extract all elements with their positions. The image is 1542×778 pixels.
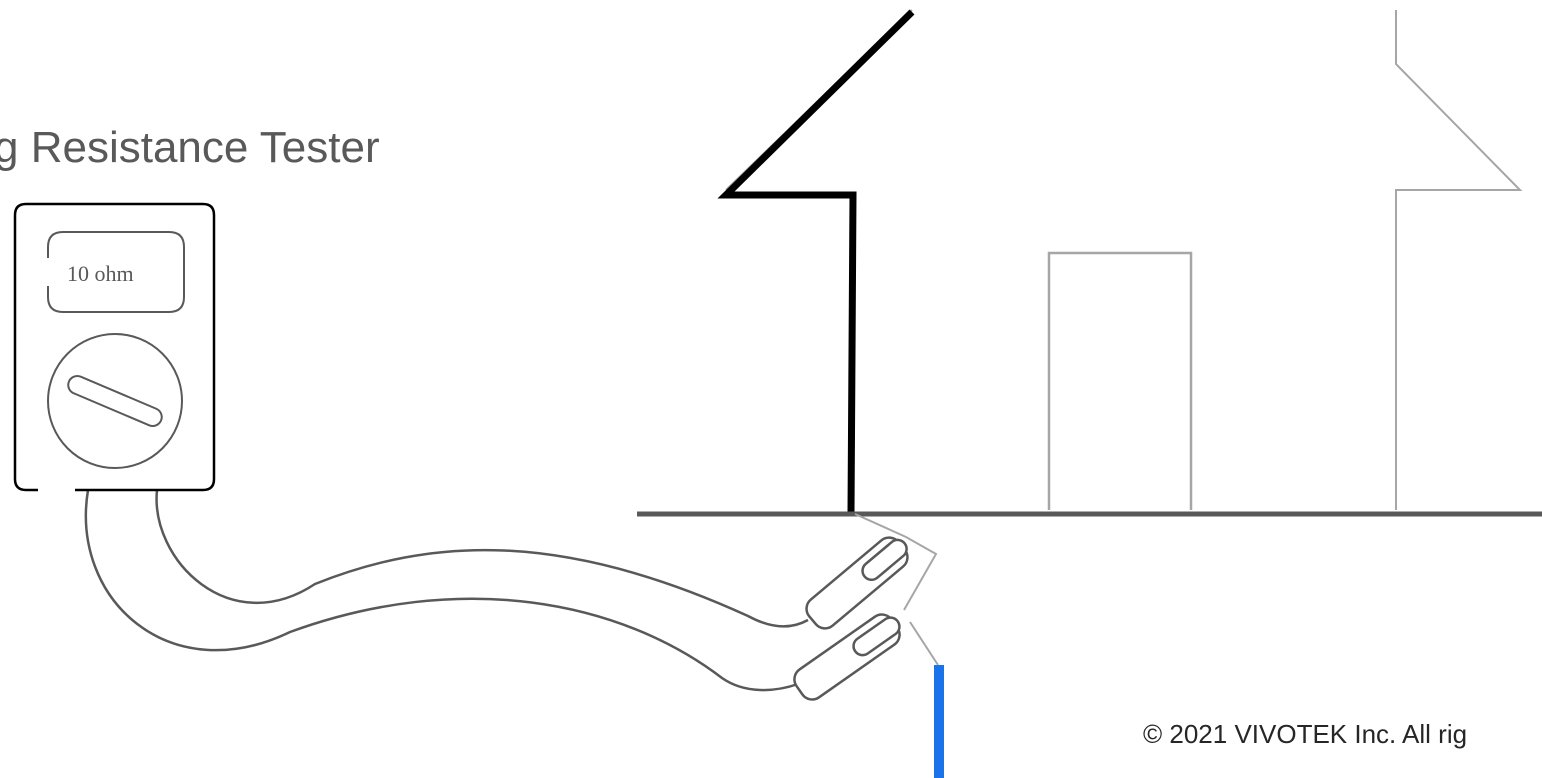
clamp-upper [805,536,909,630]
building-door [1047,251,1193,510]
cable-inner [155,489,809,628]
tester-reading: 10 ohm [67,261,134,286]
diagram-title: g Resistance Tester [0,123,380,172]
tester-cables [84,489,809,692]
tester-body [13,202,216,492]
grounding-conductor [717,9,915,513]
clamp-lower [793,613,901,701]
tester-display [47,231,185,313]
clamp-upper-tip [861,538,908,582]
clip-wire-upper [854,513,938,611]
tester-dial [47,333,183,469]
ground-rod [934,665,944,778]
clamp-lower-tip [852,616,901,657]
cable-outer [84,489,799,692]
resistance-tester: 10 ohm [13,202,216,492]
tester-dial-knob [67,374,163,428]
clip-wires [854,513,939,666]
copyright-notice: © 2021 VIVOTEK Inc. All rig [1143,719,1467,749]
clamps [793,536,909,701]
building-right-outline [1395,10,1523,510]
clip-wire-lower [909,621,939,666]
building [717,9,1523,513]
